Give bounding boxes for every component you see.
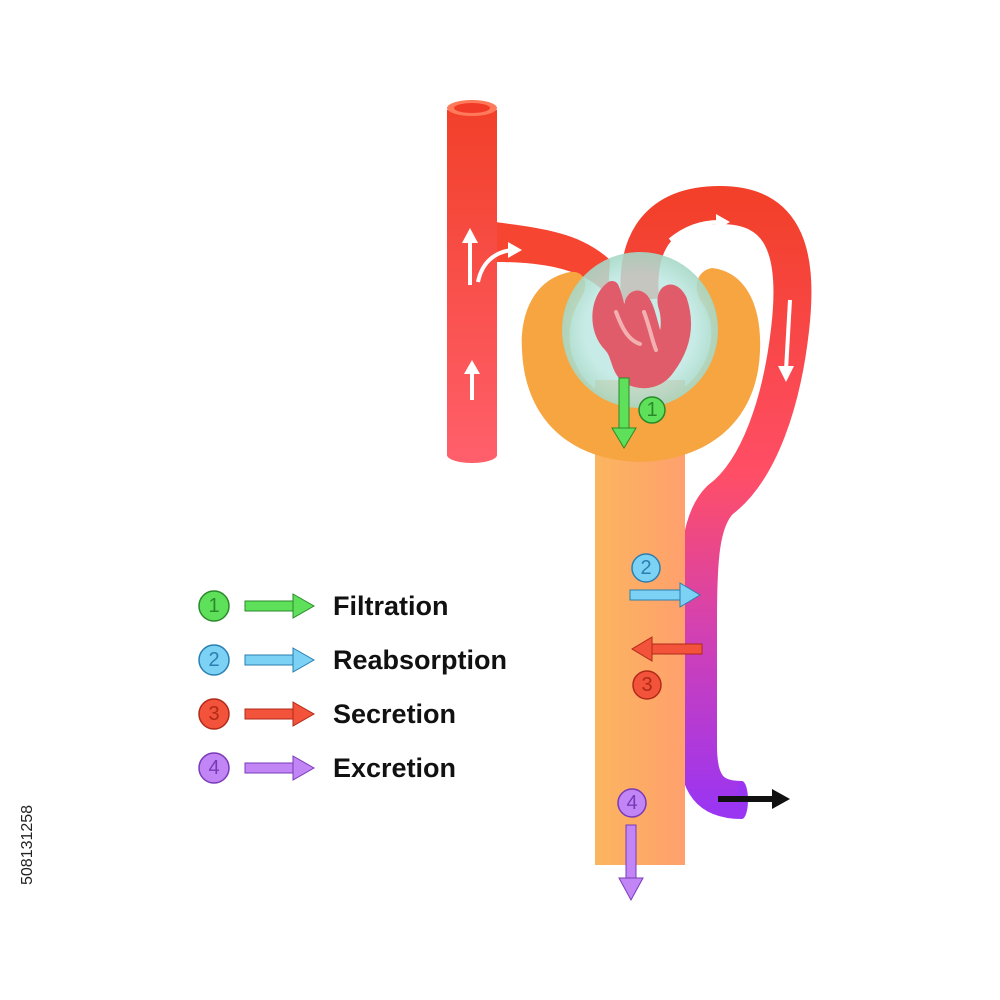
secretion-arrow xyxy=(631,636,703,662)
legend-item-excretion: 4 Excretion xyxy=(198,752,456,784)
marker-number: 3 xyxy=(641,674,652,696)
legend-arrow-icon xyxy=(292,647,316,673)
marker-number: 2 xyxy=(640,557,651,579)
legend-item-reabsorption: 2 Reabsorption xyxy=(198,644,507,676)
legend-item-secretion: 3 Secretion xyxy=(198,698,456,730)
legend-number: 3 xyxy=(208,703,219,725)
legend-label: Excretion xyxy=(333,753,456,783)
artery-lumen xyxy=(454,103,490,113)
bowmans-capsule xyxy=(521,252,761,462)
excretion-marker: 4 xyxy=(617,788,647,818)
legend: 1 Filtration 2 Reabsorption 3 Secretion … xyxy=(198,590,507,784)
vein-outflow-arrow xyxy=(718,789,790,809)
legend-arrow-icon xyxy=(244,708,296,720)
reabsorption-marker: 2 xyxy=(631,553,661,583)
legend-number: 2 xyxy=(208,649,219,671)
reabsorption-arrow xyxy=(629,582,701,608)
branch-arrow-icon xyxy=(508,242,522,258)
legend-badge xyxy=(198,590,230,622)
up-arrow-icon xyxy=(464,360,480,374)
secretion-marker: 3 xyxy=(632,670,662,700)
legend-badge xyxy=(198,644,230,676)
legend-arrow-icon xyxy=(244,600,296,612)
stock-id: 508131258 xyxy=(19,805,36,885)
legend-arrow-icon xyxy=(292,593,316,619)
curve-arrow-icon xyxy=(668,220,721,242)
capsule-cup xyxy=(521,268,761,462)
filtration-arrow xyxy=(611,377,637,449)
legend-label: Secretion xyxy=(333,699,456,729)
legend-number: 4 xyxy=(208,757,219,779)
filtration-marker: 1 xyxy=(638,396,666,424)
branch-arrow-icon xyxy=(476,248,513,283)
up-arrow-icon xyxy=(462,228,478,243)
legend-arrow-icon xyxy=(292,755,316,781)
afferent-branch xyxy=(495,222,610,296)
glomerulus-inner xyxy=(614,310,658,352)
down-arrow-icon xyxy=(784,299,792,371)
flow-arrows-efferent xyxy=(668,214,794,382)
legend-label: Reabsorption xyxy=(333,645,507,675)
down-arrow-icon xyxy=(778,366,794,382)
marker-number: 4 xyxy=(626,792,637,814)
flow-arrows-artery xyxy=(462,228,522,400)
legend-arrow-icon xyxy=(292,701,316,727)
curve-arrow-icon xyxy=(716,214,730,230)
legend-badge xyxy=(198,752,230,784)
legend-label: Filtration xyxy=(333,591,449,621)
legend-arrow-icon xyxy=(244,762,296,774)
legend-badge xyxy=(198,698,230,730)
legend-item-filtration: 1 Filtration xyxy=(198,590,449,622)
efferent-loop xyxy=(620,185,812,819)
excretion-arrow xyxy=(618,824,644,902)
glomerulus xyxy=(592,281,691,389)
legend-number: 1 xyxy=(208,595,219,617)
legend-arrow-icon xyxy=(244,654,296,666)
artery-cap xyxy=(447,447,497,463)
marker-number: 1 xyxy=(646,399,657,421)
